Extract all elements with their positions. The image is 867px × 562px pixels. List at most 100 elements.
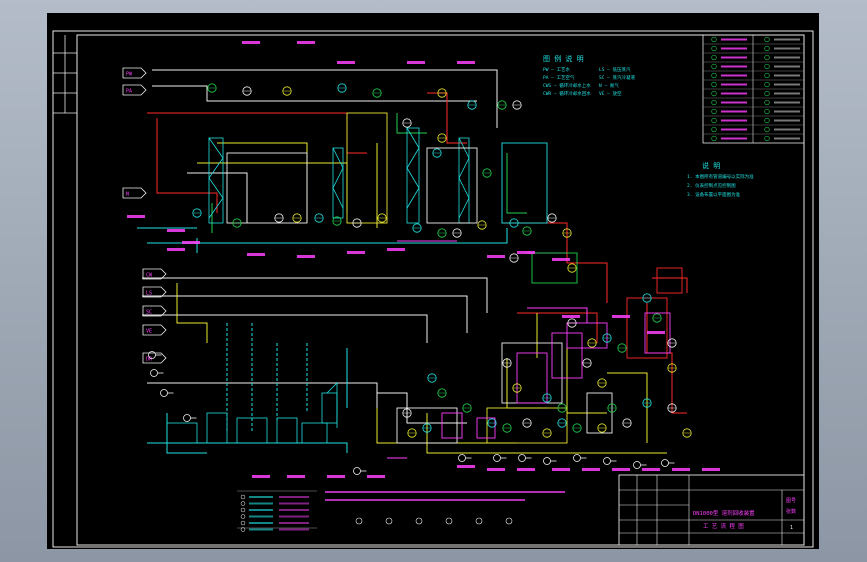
key-symbol	[240, 527, 246, 532]
key-symbol	[505, 517, 513, 525]
pump-icon	[458, 454, 466, 462]
stream-tag: DR	[142, 352, 167, 364]
key-mark	[249, 509, 273, 511]
lower-left-equipment	[166, 382, 338, 444]
tag-mark	[487, 255, 505, 258]
key-mark	[249, 496, 273, 498]
pump-icon	[518, 454, 526, 462]
inner-frame	[76, 34, 805, 546]
key-mark	[279, 515, 309, 518]
tag-mark	[552, 468, 570, 471]
pump-icon	[150, 369, 158, 377]
legend-item: CWR — 循环冷却水回水	[543, 90, 591, 97]
minor-tag-labels	[127, 41, 720, 478]
legend-symbol	[764, 135, 770, 142]
key-symbol	[385, 517, 393, 525]
tag-mark	[367, 475, 385, 478]
legend-mark	[774, 137, 800, 140]
key-mark	[279, 522, 309, 524]
legend-symbol	[711, 45, 717, 52]
legend-mark	[774, 101, 800, 104]
equipment-cluster	[396, 252, 683, 444]
tag-mark	[582, 468, 600, 471]
tag-mark	[247, 253, 265, 256]
stream-tag-box	[122, 187, 147, 199]
pump-symbols	[148, 351, 675, 475]
tag-mark	[242, 41, 260, 44]
stream-tag: N	[122, 187, 147, 199]
legend-mark	[774, 38, 800, 41]
key-symbol	[355, 517, 363, 525]
tag-mark	[487, 468, 505, 471]
tag-mark	[702, 468, 720, 471]
key-mark	[249, 528, 273, 531]
pump-icon	[353, 467, 361, 475]
legend-mark	[774, 110, 800, 113]
title-block: DN1000型 溶剂回收装置 工 艺 流 程 图 图号 张数 1	[618, 474, 805, 546]
tag-mark	[167, 229, 185, 232]
stream-tag-box	[142, 324, 167, 336]
notes-block: 说 明 1. 本图所有管道编号以实际为准 2. 仪表控制点见控制图 3. 设备布…	[687, 161, 754, 198]
legend-symbol	[711, 108, 717, 115]
stream-tag-label: CW	[146, 273, 153, 279]
tag-mark	[612, 468, 630, 471]
key-symbol	[415, 517, 423, 525]
instrument-bubble	[274, 213, 284, 223]
stream-tag-box	[142, 305, 167, 317]
legend-mark	[721, 56, 747, 59]
pump-icon	[543, 457, 551, 465]
legend-mark	[774, 74, 800, 77]
legend-mark	[774, 65, 800, 68]
tag-mark	[642, 468, 660, 471]
key-mark	[249, 515, 273, 518]
pump-icon	[633, 461, 641, 469]
legend-table	[702, 34, 805, 144]
tag-mark	[167, 248, 185, 251]
legend-mark	[721, 110, 747, 113]
tag-mark	[127, 215, 145, 218]
pump-icon	[160, 389, 168, 397]
stream-tag-label: DR	[146, 357, 153, 363]
key-mark	[279, 509, 309, 511]
key-symbol	[240, 501, 246, 506]
tag-mark	[407, 61, 425, 64]
tag-mark	[327, 475, 345, 478]
legend-symbol	[711, 54, 717, 61]
stream-tag-box	[142, 286, 167, 298]
outer-frame	[52, 30, 814, 548]
legend-mark	[721, 74, 747, 77]
legend-symbol	[764, 63, 770, 70]
tag-mark	[457, 61, 475, 64]
stream-tag: LS	[142, 286, 167, 298]
column-frames	[226, 112, 548, 224]
instrument-bubble	[292, 213, 302, 223]
legend-symbol	[764, 54, 770, 61]
drawing-no-label: 图号	[786, 498, 796, 504]
note-line: 1. 本图所有管道编号以实际为准	[687, 173, 754, 180]
legend-symbol	[711, 36, 717, 43]
stream-tag: PA	[122, 84, 147, 96]
stream-tag-label: SC	[146, 310, 152, 316]
tag-mark	[552, 258, 570, 261]
note-line: 3. 设备布置以平面图为准	[687, 191, 741, 198]
stream-tag: VE	[142, 324, 167, 336]
legend-item: VE — 放空	[599, 90, 622, 97]
legend-item: CWS — 循环冷却水上水	[543, 82, 591, 89]
tag-mark	[517, 468, 535, 471]
tower-group	[208, 127, 470, 224]
legend-mark	[721, 83, 747, 86]
legend-symbol	[711, 99, 717, 106]
legend-mark	[774, 92, 800, 95]
legend-symbol	[711, 135, 717, 142]
legend-symbol	[764, 81, 770, 88]
key-symbol	[240, 507, 246, 513]
stream-tag-label: PA	[126, 89, 132, 95]
title-line-2: 工 艺 流 程 图	[703, 522, 744, 530]
stream-tag: SC	[142, 305, 167, 317]
tag-mark	[337, 61, 355, 64]
legend-symbol	[764, 36, 770, 43]
legend-symbol	[711, 72, 717, 79]
notes-heading: 说 明	[702, 161, 720, 170]
